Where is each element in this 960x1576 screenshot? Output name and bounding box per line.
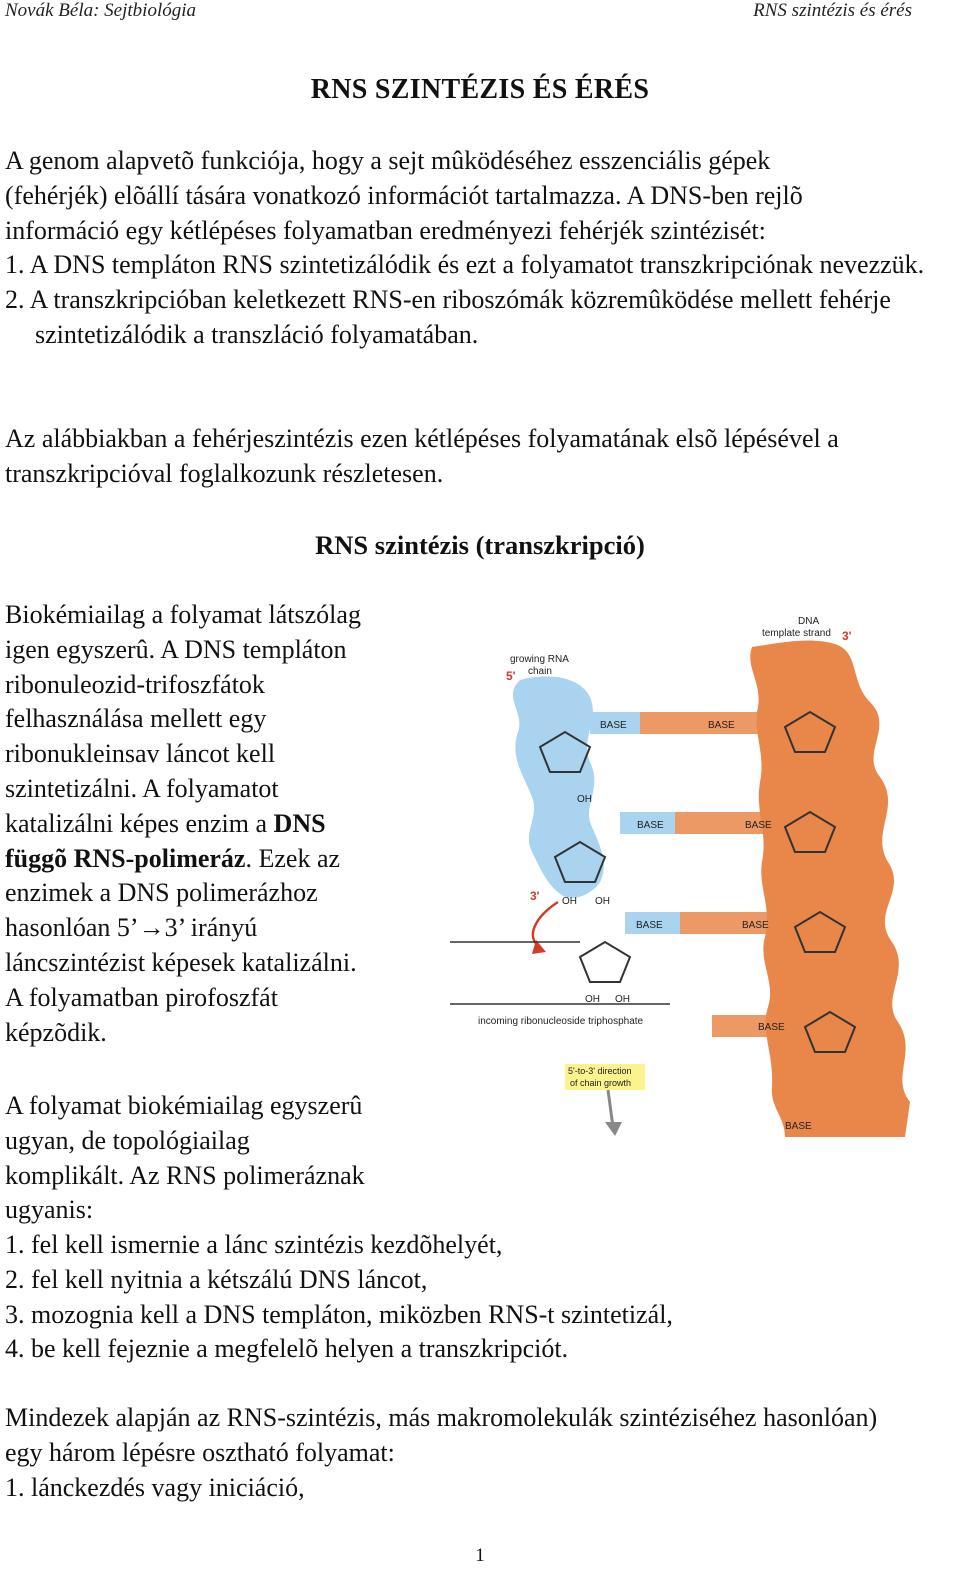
deoxyribose-ring bbox=[783, 710, 837, 753]
base-bar bbox=[712, 1015, 782, 1037]
deoxyribose-ring bbox=[803, 1010, 857, 1053]
ribose-ring bbox=[578, 940, 632, 983]
hydroxyl-label: OH bbox=[585, 994, 600, 1005]
intro2-paragraph: Az alábbiakban a fehérjeszintézis ezen k… bbox=[5, 424, 839, 488]
base-bar bbox=[590, 712, 640, 734]
text-line: komplikált. Az RNS polimeráznak bbox=[5, 1160, 365, 1190]
text-line: Mindezek alapján az RNS-szintézis, más m… bbox=[5, 1403, 878, 1432]
ribose-ring bbox=[553, 840, 607, 883]
text-line: ugyan, de topológiailag bbox=[5, 1125, 250, 1155]
direction-note: of chain growth bbox=[570, 1078, 631, 1088]
intro-line: információ egy kétlépéses folyamatban er… bbox=[5, 215, 766, 245]
page-number: 1 bbox=[475, 1545, 485, 1566]
intro-line: A genom alapvetõ funkciója, hogy a sejt … bbox=[5, 146, 771, 175]
base-bar bbox=[785, 1112, 845, 1134]
text-span: . Ezek az bbox=[245, 843, 341, 873]
dna-strand-shape bbox=[750, 640, 910, 1137]
hydroxyl-label: OH bbox=[615, 994, 630, 1005]
bold-term: DNS bbox=[273, 808, 326, 838]
requirements-list: 1. fel kell ismernie a lánc szintézis ke… bbox=[5, 1228, 945, 1367]
growth-direction-arrow bbox=[606, 1089, 615, 1128]
direction-note-box bbox=[565, 1064, 645, 1090]
hydroxyl-label: OH bbox=[562, 896, 577, 907]
intro-list-item-1: 1. A DNS templáton RNS szintetizálódik é… bbox=[5, 250, 925, 280]
transcription-diagram: DNA template strand 3' 5' growing RNA ch… bbox=[440, 612, 940, 1155]
text-line: ugyanis: bbox=[5, 1195, 94, 1225]
page-title: RNS SZINTÉZIS ÉS ÉRÉS bbox=[310, 74, 650, 105]
rna-label: chain bbox=[528, 666, 552, 677]
text-line: szintetizálni. A folyamatot bbox=[5, 773, 279, 803]
base-label: BASE bbox=[785, 1121, 812, 1132]
base-pairs bbox=[590, 712, 845, 1134]
sugar-rings bbox=[538, 710, 857, 1053]
text-span: katalizálni képes enzim a bbox=[5, 808, 274, 838]
bold-term: függõ RNS-polimeráz bbox=[5, 843, 246, 873]
text-line: A folyamatban pirofoszfát bbox=[5, 982, 278, 1012]
deoxyribose-ring bbox=[793, 910, 847, 953]
text-line: képzõdik. bbox=[5, 1017, 107, 1047]
text-line: ribonuleozid-trifoszfátok bbox=[5, 669, 265, 699]
base-label: BASE bbox=[637, 820, 664, 831]
arrowhead bbox=[532, 940, 546, 954]
text-line: ribonukleinsav láncot kell bbox=[5, 739, 276, 769]
nucleophilic-attack-arrow bbox=[531, 900, 559, 949]
left-column-text: Biokémiailag a folyamat látszólag igen e… bbox=[5, 598, 425, 1050]
base-label: BASE bbox=[600, 720, 627, 731]
dna-label: DNA bbox=[798, 616, 819, 627]
rna-3prime-label: 3' bbox=[530, 889, 540, 903]
text-line: egy három lépésre osztható folyamat: bbox=[5, 1437, 395, 1467]
text-line: katalizálni képes enzim a DNS bbox=[5, 807, 425, 842]
text-line: hasonlóan 5’→3’ irányú bbox=[5, 913, 258, 943]
base-bar bbox=[625, 912, 680, 934]
incoming-label: incoming ribonucleoside triphosphate bbox=[478, 1016, 644, 1027]
list-item: 2. fel kell nyitnia a kétszálú DNS lánco… bbox=[5, 1264, 428, 1294]
hydroxyl-label: OH bbox=[577, 794, 592, 805]
rna-5prime-label: 5' bbox=[506, 669, 516, 683]
intro-list-item-2: 2. A transzkripcióban keletkezett RNS-en… bbox=[5, 285, 891, 349]
text-line: enzimek a DNS polimerázhoz bbox=[5, 878, 318, 908]
dna-3prime-label: 3' bbox=[842, 629, 852, 643]
list-item: 3. mozognia kell a DNS templáton, miközb… bbox=[5, 1299, 673, 1329]
list-item: 4. be kell fejeznie a megfelelõ helyen a… bbox=[5, 1334, 569, 1364]
base-label: BASE bbox=[758, 1022, 785, 1033]
section-subtitle: RNS szintézis (transzkripció) bbox=[315, 530, 645, 560]
dna-5prime-label: 5' bbox=[912, 1141, 922, 1142]
text-line: Biokémiailag a folyamat látszólag bbox=[5, 600, 361, 629]
dna-label: template strand bbox=[762, 628, 831, 639]
text-line: A folyamat biokémiailag egyszerû bbox=[5, 1091, 363, 1120]
intro-line: (fehérjék) elõállí tására vonatkozó info… bbox=[5, 180, 803, 210]
diagram-svg: DNA template strand 3' 5' growing RNA ch… bbox=[450, 616, 922, 1155]
text-line: függõ RNS-polimeráz. Ezek az bbox=[5, 842, 425, 877]
text-line: felhasználása mellett egy bbox=[5, 704, 267, 734]
ribose-ring bbox=[538, 730, 592, 773]
text-line: 1. lánckezdés vagy iniciáció, bbox=[5, 1472, 305, 1502]
base-label: BASE bbox=[708, 720, 735, 731]
base-label: BASE bbox=[636, 920, 663, 931]
base-label: BASE bbox=[742, 920, 769, 931]
base-label: BASE bbox=[745, 820, 772, 831]
base-bar bbox=[620, 812, 675, 834]
intro-paragraph: A genom alapvetõ funkciója, hogy a sejt … bbox=[5, 144, 935, 353]
rna-label: growing RNA bbox=[510, 654, 569, 665]
closing-paragraph: Mindezek alapján az RNS-szintézis, más m… bbox=[5, 1401, 960, 1505]
running-header-chapter: RNS szintézis és érés bbox=[753, 0, 912, 21]
growth-arrowhead bbox=[605, 1122, 622, 1136]
text-line: igen egyszerû. A DNS templáton bbox=[5, 634, 347, 664]
running-header-author: Novák Béla: Sejtbiológia bbox=[5, 0, 197, 21]
list-item: 1. fel kell ismernie a lánc szintézis ke… bbox=[5, 1230, 503, 1259]
deoxyribose-ring bbox=[783, 810, 837, 853]
direction-note: 5'-to-3' direction bbox=[568, 1066, 631, 1076]
left-column-text-2: A folyamat biokémiailag egyszerû ugyan, … bbox=[5, 1089, 435, 1228]
hydroxyl-label: OH bbox=[595, 896, 610, 907]
text-line: láncszintézist képesek katalizálni. bbox=[5, 947, 357, 977]
